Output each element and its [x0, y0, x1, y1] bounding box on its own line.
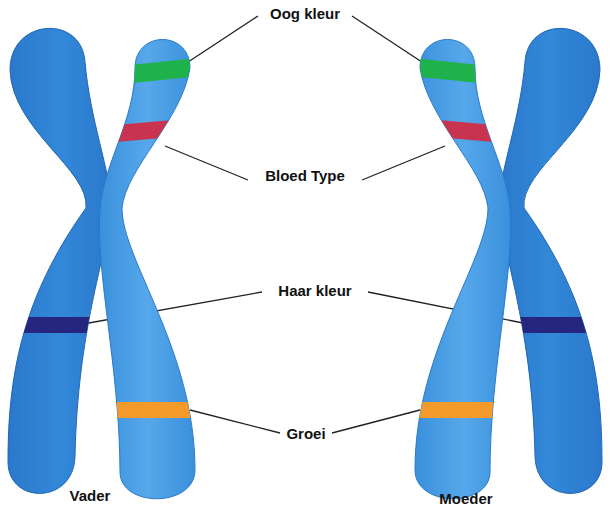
parent-label: Vader	[70, 487, 111, 504]
parent-label: Moeder	[439, 490, 492, 507]
trait-label: Groei	[286, 425, 325, 442]
mother-chromosome	[399, 28, 610, 498]
father-chromosome	[0, 28, 211, 498]
trait-label: Haar kleur	[278, 282, 351, 299]
trait-label: Oog kleur	[270, 5, 340, 22]
trait-label: Bloed Type	[265, 167, 345, 184]
